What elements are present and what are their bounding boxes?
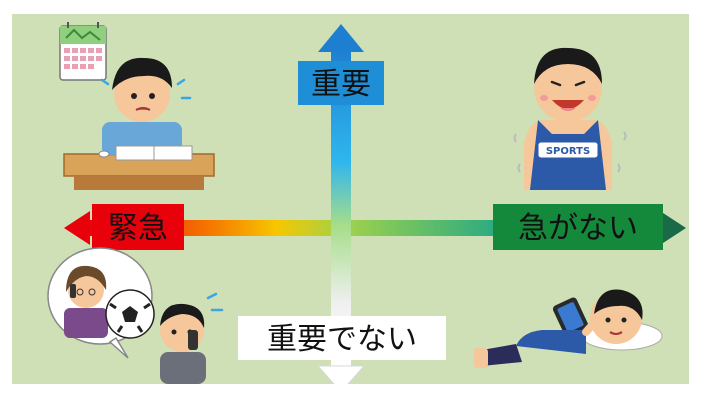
not-urgent-label-text: 急がない: [518, 211, 638, 246]
soccer-ball-icon: [105, 289, 155, 339]
urgent-label-text: 緊急: [108, 211, 168, 246]
phone-call-illustration: [47, 247, 224, 384]
studying-student-illustration: [59, 22, 215, 190]
lying-boy-illustration: [474, 289, 663, 368]
important-label-text: 重要: [311, 67, 371, 102]
not-important-label-text: 重要でない: [267, 322, 417, 357]
urgent-label: 緊急: [92, 204, 184, 250]
sports-badge-text: SPORTS: [546, 146, 590, 157]
important-label: 重要: [298, 61, 384, 105]
importance-axis-arrow: [316, 24, 366, 393]
calendar-icon: [59, 22, 107, 81]
not-urgent-label: 急がない: [493, 204, 663, 250]
athlete-illustration: SPORTS: [513, 47, 627, 190]
matrix-panel: 重要 緊急 急がない 重要でない: [12, 14, 689, 393]
not-important-label: 重要でない: [238, 316, 446, 360]
